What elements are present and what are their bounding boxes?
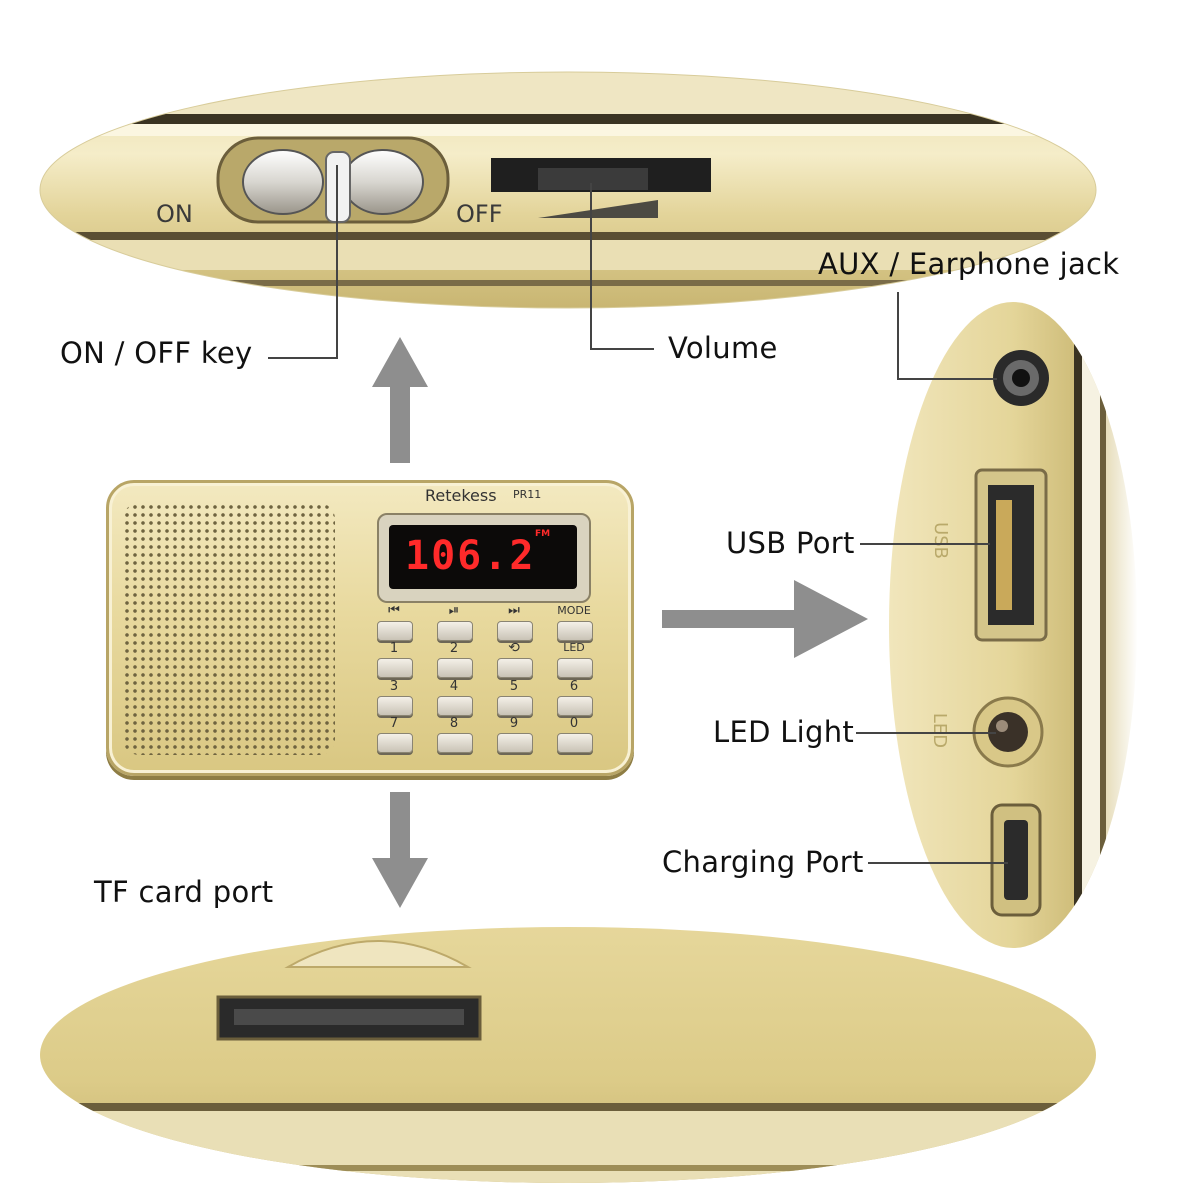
speaker-grille bbox=[123, 503, 335, 755]
digit-7-label: 7 bbox=[389, 716, 399, 731]
next-key[interactable] bbox=[497, 621, 533, 641]
on-off-key-callout: ON / OFF key bbox=[60, 336, 253, 370]
led-key-label: LED bbox=[563, 641, 585, 654]
play-pause-key[interactable] bbox=[437, 621, 473, 641]
display-band: FM bbox=[535, 529, 551, 539]
digit-3-label: 3 bbox=[389, 679, 399, 694]
radio-device: Retekess PR11 106.2 FM ⏮ ⏯ ⏭ MODE 1 2 ⟲ … bbox=[106, 480, 634, 776]
key-2[interactable] bbox=[437, 658, 473, 678]
switch-off-label: OFF bbox=[456, 200, 503, 228]
prev-icon: ⏮ bbox=[388, 603, 400, 618]
key-8[interactable] bbox=[437, 733, 473, 753]
arrow-up-icon bbox=[372, 337, 428, 463]
digit-0-label: 0 bbox=[569, 716, 579, 731]
digit-2-label: 2 bbox=[449, 641, 459, 656]
prev-key[interactable] bbox=[377, 621, 413, 641]
digit-5-label: 5 bbox=[509, 679, 519, 694]
bottom-detail-view bbox=[38, 925, 1098, 1185]
top-detail-view: ON OFF bbox=[38, 70, 1098, 310]
key-5[interactable] bbox=[497, 696, 533, 716]
usb-port-callout: USB Port bbox=[726, 526, 855, 560]
top-detail-illustration bbox=[39, 71, 1097, 309]
usb-engraving: USB bbox=[929, 522, 951, 559]
led-display: 106.2 FM bbox=[377, 513, 591, 603]
volume-leader-vertical bbox=[590, 183, 592, 350]
bottom-detail-illustration bbox=[40, 927, 1096, 1183]
side-detail-illustration bbox=[889, 302, 1137, 948]
volume-callout: Volume bbox=[668, 331, 778, 365]
key-6[interactable] bbox=[557, 696, 593, 716]
charging-port-callout: Charging Port bbox=[662, 845, 864, 879]
key-3[interactable] bbox=[377, 696, 413, 716]
brand-label: Retekess bbox=[425, 486, 497, 505]
led-engraving: LED bbox=[929, 712, 951, 749]
key-4[interactable] bbox=[437, 696, 473, 716]
side-detail-view: USB LED bbox=[888, 300, 1138, 950]
model-label: PR11 bbox=[513, 488, 542, 501]
on-off-leader-vertical bbox=[336, 165, 338, 358]
key-7[interactable] bbox=[377, 733, 413, 753]
usb-leader bbox=[860, 543, 990, 545]
digit-4-label: 4 bbox=[449, 679, 459, 694]
led-key[interactable] bbox=[557, 658, 593, 678]
digit-1-label: 1 bbox=[389, 641, 399, 656]
display-frequency: 106.2 bbox=[405, 533, 536, 579]
next-icon: ⏭ bbox=[508, 603, 520, 618]
play-pause-icon: ⏯ bbox=[448, 603, 460, 618]
digit-9-label: 9 bbox=[509, 716, 519, 731]
aux-leader-horizontal bbox=[897, 378, 997, 380]
arrow-right-icon bbox=[662, 580, 868, 658]
led-leader bbox=[856, 732, 996, 734]
mode-label: MODE bbox=[557, 604, 591, 617]
key-9[interactable] bbox=[497, 733, 533, 753]
tf-card-port-callout: TF card port bbox=[94, 875, 274, 909]
aux-jack-callout: AUX / Earphone jack bbox=[818, 247, 1120, 281]
led-light-callout: LED Light bbox=[713, 715, 855, 749]
repeat-key[interactable] bbox=[497, 658, 533, 678]
switch-on-label: ON bbox=[156, 200, 193, 228]
mode-key[interactable] bbox=[557, 621, 593, 641]
on-off-leader-horizontal bbox=[268, 357, 338, 359]
arrow-down-icon bbox=[372, 792, 428, 908]
key-1[interactable] bbox=[377, 658, 413, 678]
repeat-icon: ⟲ bbox=[508, 640, 520, 656]
volume-leader-horizontal bbox=[590, 348, 654, 350]
charging-leader bbox=[868, 862, 1008, 864]
key-0[interactable] bbox=[557, 733, 593, 753]
digit-6-label: 6 bbox=[569, 679, 579, 694]
aux-leader-vertical bbox=[897, 292, 899, 380]
digit-8-label: 8 bbox=[449, 716, 459, 731]
